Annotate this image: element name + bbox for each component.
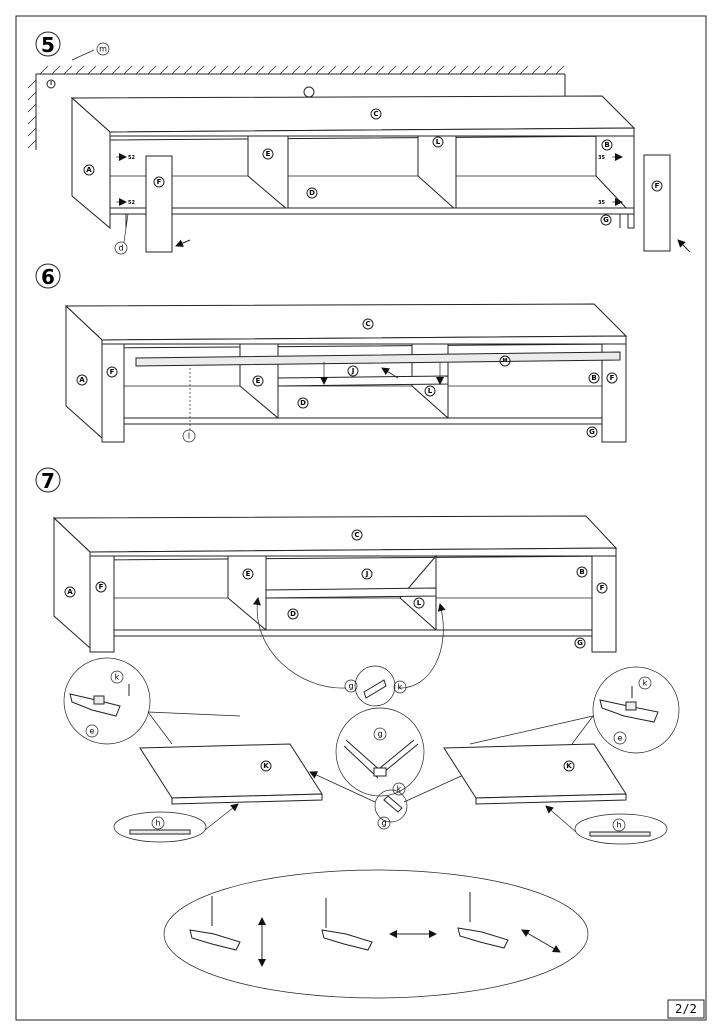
screw-label-bottom: k	[397, 785, 402, 794]
partition-left-label-5: E	[266, 150, 271, 158]
screw-label-left: k	[115, 673, 120, 682]
rail-6	[135, 351, 621, 367]
adjust-horizontal	[321, 898, 437, 951]
wall-hatch	[27, 65, 566, 150]
hinge-detail-top	[354, 665, 396, 707]
shelf-mid-label-7: J	[365, 570, 369, 578]
leg-right-label-6: F	[610, 374, 615, 382]
page-number: 2/2	[675, 1002, 697, 1016]
step-5: 5 I m C A E	[27, 31, 691, 255]
hinge-detail-left	[63, 657, 151, 745]
partition-left-label-6: E	[256, 377, 261, 385]
hinge-label-top: g	[348, 682, 353, 691]
cabinet-top-6	[64, 303, 628, 341]
shelf-right-label-6: B	[591, 374, 596, 382]
back-label-6: G	[589, 428, 595, 436]
measurement-marks-5: 52 52 35 35	[116, 153, 623, 206]
hinge-detail-bottom	[374, 789, 408, 823]
back-label-5: G	[603, 216, 609, 224]
bottom-label-7: D	[290, 610, 296, 618]
handle-detail-right	[574, 813, 668, 845]
top-label-5: C	[373, 110, 378, 118]
bottom-label-5: D	[309, 189, 315, 197]
step-5-number: 5	[41, 33, 55, 57]
adjust-depth	[457, 892, 561, 953]
hinge-plate-label-left: e	[90, 727, 95, 736]
handle-label-right: h	[616, 821, 621, 830]
leg-right-label-7: F	[600, 584, 605, 592]
leg-right-label-5: F	[655, 182, 660, 190]
hinge-detail-right	[592, 666, 680, 754]
door-left-label: K	[263, 762, 269, 770]
step-6-number: 6	[41, 265, 55, 289]
wall-plug-label: m	[99, 45, 107, 54]
handle-label-left: h	[155, 819, 160, 828]
step-7: 7 C A F F E J L D B G	[35, 467, 680, 999]
side-label-6: A	[79, 376, 85, 384]
shelf-right-label-5: B	[604, 141, 609, 149]
screw-label-6: l	[188, 432, 190, 441]
measurement-1: 52	[128, 155, 135, 161]
measurement-2: 52	[128, 200, 135, 206]
shelf-right-label-7: B	[579, 568, 584, 576]
hinge-label-bottom: g	[381, 819, 386, 828]
hinge-adjustment-detail	[163, 869, 589, 999]
side-label-5: A	[86, 166, 92, 174]
top-label-7: C	[354, 531, 359, 539]
screw-label-top: k	[398, 683, 403, 692]
wall-label: I	[50, 81, 52, 87]
partition-left-label-7: E	[246, 570, 251, 578]
shelf-mid-label-6: J	[351, 367, 355, 375]
door-left	[139, 743, 323, 799]
door-right	[443, 743, 627, 799]
page-frame	[15, 15, 707, 1021]
leg-left-label-5: F	[157, 178, 162, 186]
leg-left-5	[145, 155, 173, 253]
cabinet-side	[71, 96, 111, 230]
page-number-box	[667, 999, 705, 1019]
door-right-label: K	[566, 762, 572, 770]
hinge-label-mid: g	[377, 730, 382, 739]
leg-right-5	[643, 154, 671, 252]
bottom-label-6: D	[300, 399, 306, 407]
dowel-label-5: d	[118, 244, 123, 253]
rail-label-6: M	[503, 358, 508, 364]
handle-detail-left	[113, 811, 207, 843]
step-7-badge	[35, 467, 61, 493]
step-6: 6 C A F F E J L D B M G	[35, 263, 628, 443]
step-5-badge	[35, 31, 61, 57]
leg-left-label-6: F	[110, 368, 115, 376]
step-7-number: 7	[41, 469, 55, 493]
measurement-3: 35	[598, 155, 605, 161]
partition-right-label-5: L	[436, 138, 441, 146]
partition-right-label-6: L	[428, 387, 433, 395]
cabinet-top-7	[52, 515, 618, 553]
cabinet-top	[70, 95, 636, 133]
step-6-badge	[35, 263, 61, 289]
hinge-detail-mid	[335, 707, 425, 797]
screw-label-right: k	[643, 679, 648, 688]
side-label-7: A	[67, 588, 73, 596]
adjust-vertical	[189, 896, 266, 967]
leg-left-label-7: F	[99, 583, 104, 591]
measurement-4: 35	[598, 200, 605, 206]
partition-right-label-7: L	[417, 599, 422, 607]
hinge-plate-label-right: e	[618, 734, 623, 743]
back-label-7: G	[577, 639, 583, 647]
top-label-6: C	[365, 320, 370, 328]
